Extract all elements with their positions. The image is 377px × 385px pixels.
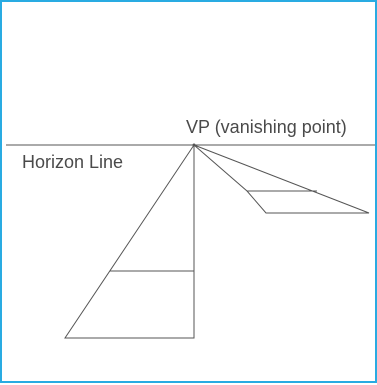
horizon-line-label: Horizon Line [22,152,123,172]
left-perspective-shape [64,143,195,339]
vanishing-point-label: VP (vanishing point) [186,117,347,137]
vanishing-point-marker [192,143,196,147]
right-perspective-shape [193,144,370,214]
